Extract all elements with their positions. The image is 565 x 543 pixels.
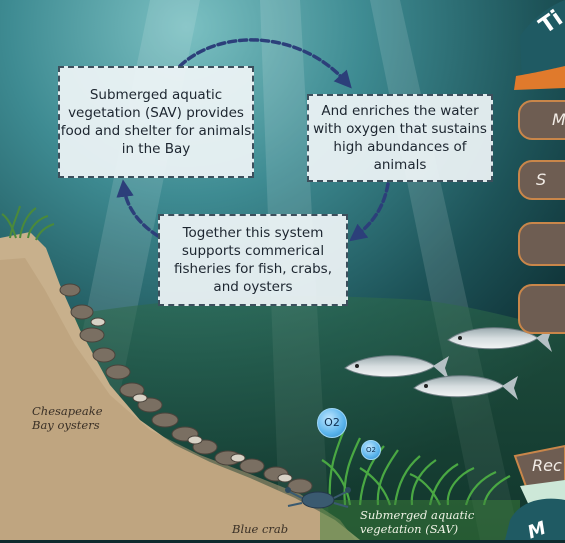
sidebar-pill-1[interactable]: M xyxy=(518,100,565,140)
fisheries-text: Together this system supports commerical… xyxy=(174,225,332,295)
sav-provides-box: Submerged aquatic vegetation (SAV) provi… xyxy=(58,66,254,178)
oxygen-box: And enriches the water with oxygen that … xyxy=(307,94,493,182)
shore-grass xyxy=(1,205,55,241)
oysters-label: Chesapeake Bay oysters xyxy=(32,404,103,432)
oxygen-bubble-large: O2 xyxy=(317,408,347,438)
fish-1 xyxy=(344,355,449,380)
cycle-arrow-top xyxy=(178,38,352,89)
sav-bed xyxy=(320,500,520,540)
fish-3 xyxy=(413,375,518,400)
sidebar-panel xyxy=(505,0,565,540)
sidebar-pill-2[interactable]: S xyxy=(518,160,565,200)
blue-crab xyxy=(285,487,351,509)
oxygen-text: And enriches the water with oxygen that … xyxy=(313,103,487,173)
crab-label: Blue crab xyxy=(232,522,289,536)
cycle-arrow-left xyxy=(116,179,160,238)
fish-2 xyxy=(447,327,552,352)
sav-label: Submerged aquatic vegetation (SAV) xyxy=(360,508,475,536)
oxygen-bubble-small: O2 xyxy=(361,440,381,460)
fisheries-box: Together this system supports commerical… xyxy=(158,214,348,306)
sidebar-pill-3[interactable] xyxy=(518,222,565,266)
sidebar-pill-4[interactable] xyxy=(518,284,565,334)
cycle-arrow-right xyxy=(349,182,390,242)
oyster-reef xyxy=(59,283,313,494)
shoreline-shadow xyxy=(0,258,355,540)
fish-school xyxy=(344,327,552,400)
sav-provides-text: Submerged aquatic vegetation (SAV) provi… xyxy=(60,87,252,157)
sidebar-rec-label[interactable]: Rec xyxy=(532,456,562,475)
